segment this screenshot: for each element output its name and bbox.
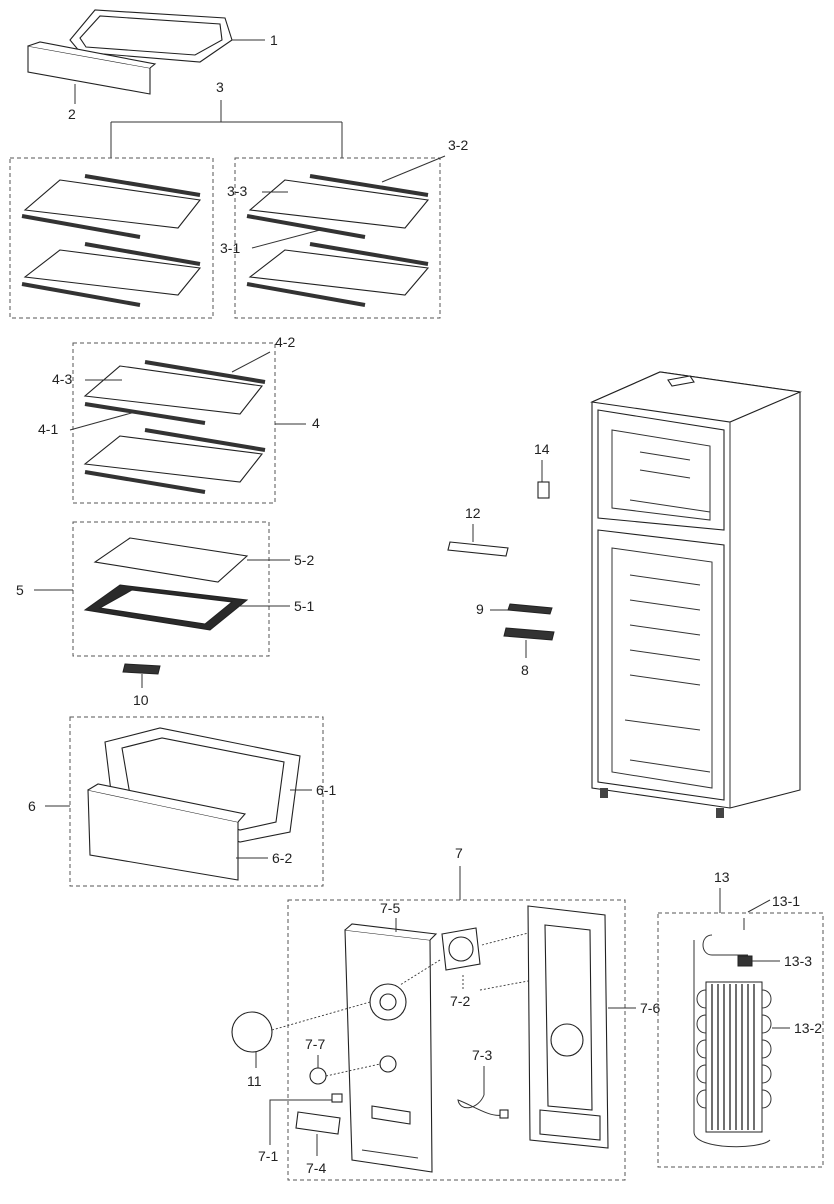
label-3-3: 3-3: [227, 183, 247, 199]
label-7-2: 7-2: [450, 993, 470, 1009]
tray-part-1: [69, 9, 265, 63]
label-10: 10: [133, 692, 149, 708]
label-4-3: 4-3: [52, 371, 72, 387]
label-2: 2: [68, 106, 76, 122]
label-7: 7: [455, 845, 463, 861]
part-8-control: [503, 627, 555, 641]
label-13: 13: [714, 869, 730, 885]
part-10-clip: [122, 663, 161, 675]
part-7-7-cap: [309, 1067, 327, 1085]
label-3-1: 3-1: [220, 240, 240, 256]
part-13-3-sensor: [737, 955, 753, 967]
evaporator-cover-7-box: [287, 899, 626, 1181]
shelf-set-3-left: [21, 174, 202, 307]
label-5: 5: [16, 582, 24, 598]
shelf-set-3-left-box: [9, 157, 214, 319]
label-3-2: 3-2: [448, 137, 468, 153]
label-5-2: 5-2: [294, 552, 314, 568]
label-4-2: 4-2: [275, 334, 295, 350]
label-7-5: 7-5: [380, 900, 400, 916]
label-7-6: 7-6: [640, 1000, 660, 1016]
label-6: 6: [28, 798, 36, 814]
part-14-sensor: [537, 481, 550, 499]
label-4: 4: [312, 415, 320, 431]
evaporator-13-2: [693, 934, 772, 1148]
label-6-2: 6-2: [272, 850, 292, 866]
label-8: 8: [521, 662, 529, 678]
shelf-set-4-box: [72, 342, 276, 504]
shroud-7-6: [527, 905, 609, 1149]
part-11-disc: [231, 1011, 273, 1053]
label-7-3: 7-3: [472, 1047, 492, 1063]
label-12: 12: [465, 505, 481, 521]
crisper-cover-5: [83, 537, 249, 631]
shelf-set-4: [83, 360, 266, 494]
label-13-3: 13-3: [784, 953, 812, 969]
part-7-4-lamp: [295, 1111, 341, 1135]
evaporator-13-box: [657, 912, 824, 1168]
part-7-3-wire: [457, 1094, 503, 1116]
part-12-damper: [447, 541, 509, 557]
crisper-drawer-6: [87, 727, 301, 881]
label-9: 9: [476, 601, 484, 617]
label-14: 14: [534, 441, 550, 457]
part-7-3-plug: [499, 1109, 509, 1119]
label-3: 3: [216, 79, 224, 95]
label-7-1: 7-1: [258, 1148, 278, 1164]
label-11: 11: [247, 1073, 262, 1089]
label-1: 1: [270, 32, 278, 48]
cover-part-2: [27, 41, 157, 104]
refrigerator-cabinet: [590, 371, 803, 818]
part-7-1-bracket: [331, 1093, 343, 1103]
label-7-7: 7-7: [305, 1036, 325, 1052]
crisper-cover-5-box: [72, 521, 270, 657]
label-5-1: 5-1: [294, 598, 314, 614]
label-13-1: 13-1: [772, 893, 800, 909]
label-13-2: 13-2: [794, 1020, 822, 1036]
label-6-1: 6-1: [316, 782, 336, 798]
shelf-set-3-right: [246, 174, 430, 307]
fan-motor-7-2: [441, 927, 481, 971]
part-9-board: [507, 603, 553, 615]
crisper-drawer-6-box: [69, 716, 324, 887]
evaporator-cover-7-5: [344, 923, 438, 1173]
label-4-1: 4-1: [38, 421, 58, 437]
label-7-4: 7-4: [306, 1160, 326, 1176]
